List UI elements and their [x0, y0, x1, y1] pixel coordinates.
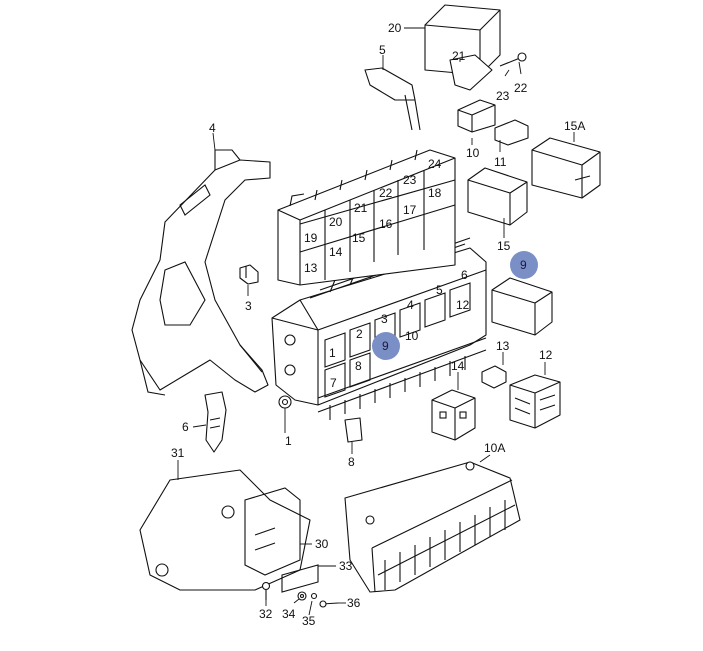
clip-8 [344, 417, 363, 443]
part-label-33: 33 [339, 559, 353, 573]
part-label-3: 3 [245, 299, 252, 313]
slot-label-20: 20 [329, 215, 343, 229]
slot-label-19: 19 [304, 231, 318, 245]
highlight-label: 9 [520, 258, 527, 272]
part-label-15: 15 [497, 239, 511, 253]
relay-carrier [271, 237, 487, 420]
relay-15 [467, 167, 528, 226]
slot-label-22: 22 [379, 186, 393, 200]
washer-34 [297, 591, 307, 601]
part-label-1: 1 [285, 434, 292, 448]
part-label-11: 11 [494, 155, 507, 169]
part-label-8: 8 [348, 455, 355, 469]
clip-13 [481, 365, 507, 389]
slot-label-17: 17 [403, 203, 417, 217]
slot-label-8: 8 [355, 359, 362, 373]
slot-label-4: 4 [407, 298, 414, 312]
part-label-13: 13 [496, 339, 510, 353]
part-label-5: 5 [379, 43, 386, 57]
socket-12 [509, 374, 561, 429]
slot-label-2: 2 [356, 327, 363, 341]
slot-label-23: 23 [403, 173, 417, 187]
slot-label-3: 3 [381, 312, 388, 326]
latch-part [204, 391, 227, 453]
part-label-30: 30 [315, 537, 329, 551]
part-label-12: 12 [539, 348, 553, 362]
slot-label-5: 5 [436, 283, 443, 297]
leader-lines [177, 27, 575, 616]
highlight-circle[interactable] [510, 251, 538, 279]
socket-14 [431, 389, 476, 441]
part-labels: 1 3 4 5 6 8 10 10A 11 12 13 14 15 15A 20… [171, 21, 585, 628]
washer-35 [310, 592, 318, 600]
slot-label-14: 14 [329, 245, 343, 259]
control-module [424, 4, 501, 91]
plug-piece [494, 119, 529, 146]
part-label-21: 21 [452, 49, 466, 63]
part-label-34: 34 [282, 607, 296, 621]
part-label-4: 4 [209, 121, 216, 135]
highlight-marker-slot[interactable]: 9 [372, 332, 400, 360]
screw-36 [319, 600, 339, 608]
part-label-15A: 15A [564, 119, 585, 133]
slot-label-6: 6 [461, 268, 468, 282]
clip-part [239, 264, 259, 285]
part-label-14: 14 [451, 359, 465, 373]
mounting-bracket [131, 149, 271, 396]
cover-panel [139, 469, 319, 593]
screw-part [499, 52, 527, 67]
highlight-marker-relay[interactable]: 9 [510, 251, 538, 279]
fastener-32 [261, 581, 271, 600]
highlight-label: 9 [382, 339, 389, 353]
part-label-36: 36 [347, 596, 361, 610]
relay-15A [531, 137, 601, 199]
slot-label-1: 1 [329, 346, 336, 360]
relay-9 [491, 277, 553, 336]
small-connector [457, 99, 496, 133]
part-label-35: 35 [302, 614, 316, 628]
carrier-slot-labels: 1 2 3 4 5 6 7 8 10 12 [329, 268, 470, 390]
relay-bank-labels: 13 14 15 16 17 18 19 20 21 22 23 24 [304, 157, 442, 275]
part-label-31: 31 [171, 446, 185, 460]
slot-label-12: 12 [456, 298, 470, 312]
slot-label-7: 7 [330, 376, 337, 390]
slot-label-18: 18 [428, 186, 442, 200]
slot-label-24: 24 [428, 157, 442, 171]
part-label-10: 10 [466, 146, 480, 160]
highlight-circle[interactable] [372, 332, 400, 360]
part-label-23: 23 [496, 89, 510, 103]
slot-label-13: 13 [304, 261, 318, 275]
part-label-22: 22 [514, 81, 528, 95]
connector-10A [344, 461, 521, 593]
part-label-20: 20 [388, 21, 402, 35]
part-label-32: 32 [259, 607, 273, 621]
small-bracket [364, 67, 421, 131]
slot-label-16: 16 [379, 217, 393, 231]
part-label-6: 6 [182, 420, 189, 434]
slot-label-21: 21 [354, 201, 368, 215]
relay-bank [277, 149, 456, 286]
slot-label-15: 15 [352, 231, 366, 245]
part-label-10A: 10A [484, 441, 505, 455]
slot-label-10: 10 [405, 329, 419, 343]
